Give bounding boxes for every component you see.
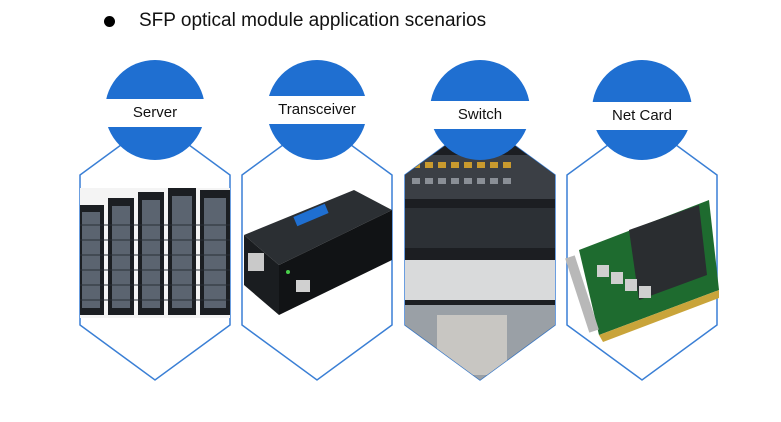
- scenario-card-transceiver: Transceiver: [234, 60, 400, 390]
- server-racks-image: [80, 188, 230, 318]
- network-switch-image: [405, 120, 555, 380]
- bullet-icon: [104, 15, 115, 27]
- heading: SFP optical module application scenarios: [104, 10, 486, 32]
- scenario-label: Server: [95, 99, 215, 127]
- network-card-image: [565, 200, 719, 342]
- scenario-card-switch: Switch: [397, 60, 563, 390]
- heading-title: SFP optical module application scenarios: [139, 10, 487, 31]
- scenario-label: Net Card: [582, 102, 702, 130]
- scenario-card-net-card: Net Card: [559, 60, 725, 390]
- scenario-card-server: Server: [72, 60, 238, 390]
- scenario-label: Switch: [420, 101, 540, 129]
- scenario-label: Transceiver: [257, 96, 377, 124]
- media-converter-image: [244, 190, 392, 315]
